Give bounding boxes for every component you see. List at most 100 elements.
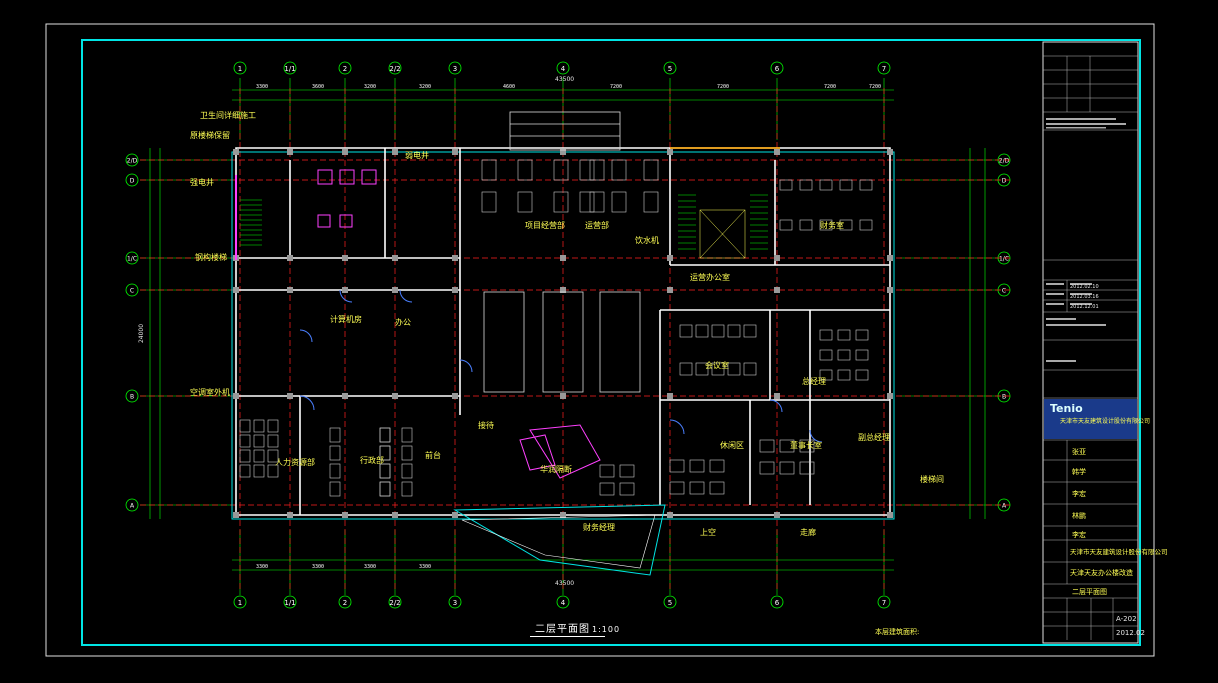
- column: [287, 393, 293, 399]
- desk: [611, 159, 627, 181]
- desk: [837, 329, 851, 341]
- axis-bubble: [125, 283, 139, 297]
- column: [887, 149, 893, 155]
- axis-label: 4: [561, 65, 566, 73]
- desk: [855, 369, 869, 381]
- project-name: 天津天友办公楼改造: [1070, 569, 1133, 577]
- desk: [329, 481, 341, 497]
- desk: [837, 349, 851, 361]
- column: [233, 287, 239, 293]
- column: [392, 393, 398, 399]
- desk: [819, 329, 833, 341]
- axis-bubble: [556, 61, 570, 75]
- axis-label: C: [1002, 288, 1006, 295]
- axis-label: 2/2: [389, 599, 400, 607]
- desk: [239, 449, 251, 463]
- desk: [579, 191, 595, 213]
- signature-3: 李宏: [1072, 490, 1086, 498]
- desk: [589, 159, 605, 181]
- desk: [689, 481, 705, 495]
- room-label: 楼梯间: [920, 474, 944, 484]
- desk: [799, 219, 813, 231]
- room-label: 接待: [478, 420, 494, 430]
- axis-label: 1: [238, 599, 242, 607]
- column: [287, 149, 293, 155]
- title-block: [1042, 41, 1139, 644]
- room-label: 休闲区: [720, 440, 744, 450]
- column: [342, 512, 348, 518]
- axis-label: 2/D: [999, 158, 1010, 165]
- revision-1: 2012.02.10: [1070, 284, 1099, 290]
- overall-height-left: 24000: [138, 323, 146, 344]
- column: [452, 149, 458, 155]
- signature-4: 林鹏: [1072, 512, 1086, 520]
- column: [452, 393, 458, 399]
- room-label: 空调室外机: [190, 387, 230, 397]
- axis-label: 1/C: [999, 256, 1009, 263]
- building-walls: [231, 147, 895, 520]
- room-label: 项目经营部: [525, 220, 565, 230]
- desk: [839, 179, 853, 191]
- column: [667, 512, 673, 518]
- desk: [481, 159, 497, 181]
- axis-label: 2: [343, 65, 347, 73]
- axis-bubble: [125, 173, 139, 187]
- room-label: 办公: [395, 317, 411, 327]
- axis-label: 3: [453, 65, 457, 73]
- desk: [711, 362, 725, 376]
- dimension-value: 3200: [419, 84, 431, 90]
- desk: [553, 191, 569, 213]
- desk: [837, 369, 851, 381]
- column: [392, 149, 398, 155]
- axis-label: 1/1: [284, 599, 295, 607]
- desk: [679, 324, 693, 338]
- desk: [859, 219, 873, 231]
- room-label: 财务室: [820, 220, 844, 230]
- company-logo-block: [1044, 399, 1137, 439]
- dimension-value: 4600: [503, 84, 515, 90]
- desk: [267, 449, 279, 463]
- drawing-title-text: 二层平面图: [535, 624, 590, 635]
- column: [887, 393, 893, 399]
- column: [452, 255, 458, 261]
- dimension-value: 7200: [717, 84, 729, 90]
- room-label: 华润隔断: [540, 464, 572, 474]
- column: [233, 512, 239, 518]
- axis-bubble: [125, 389, 139, 403]
- room-label: 弱电井: [405, 150, 429, 160]
- desk: [481, 191, 497, 213]
- desk: [401, 427, 413, 443]
- desk: [267, 419, 279, 433]
- axis-bubble: [233, 595, 247, 609]
- desk: [379, 427, 391, 443]
- desk: [759, 461, 775, 475]
- desk: [689, 459, 705, 473]
- room-label: 财务经理: [583, 522, 615, 532]
- axis-label: 1/1: [284, 65, 295, 73]
- outer-paper-border: [45, 23, 1155, 657]
- furniture: [239, 159, 873, 497]
- desk: [379, 481, 391, 497]
- axis-label: 3: [453, 599, 457, 607]
- dimension-value: 7200: [824, 84, 836, 90]
- desk: [711, 324, 725, 338]
- overall-width-bottom: 43500: [555, 580, 575, 587]
- desk: [267, 434, 279, 448]
- desk: [589, 191, 605, 213]
- column: [342, 287, 348, 293]
- desk: [695, 362, 709, 376]
- axis-bubble: [388, 595, 402, 609]
- desk: [669, 481, 685, 495]
- restroom-fixtures: [235, 169, 601, 479]
- drawing-scale: 1:100: [592, 625, 621, 634]
- column: [392, 255, 398, 261]
- axis-bubble: [125, 251, 139, 265]
- column: [560, 255, 566, 261]
- axis-label: B: [1002, 394, 1006, 401]
- desk: [579, 159, 595, 181]
- desk: [799, 461, 815, 475]
- desk: [799, 179, 813, 191]
